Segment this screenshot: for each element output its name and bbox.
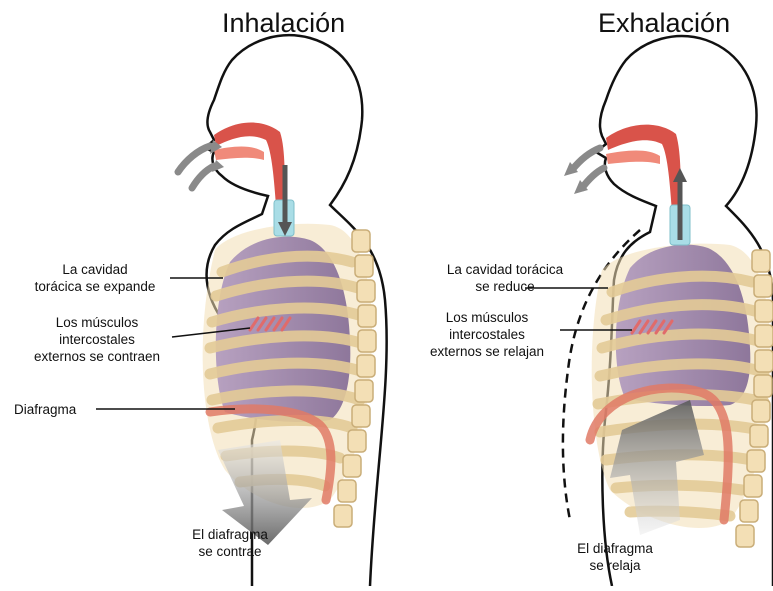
inhalation-diaphragm-action-line2: se contrae [175, 543, 285, 560]
inhalation-title: Inhalación [222, 8, 345, 39]
exhalation-diaphragm-action-label: El diafragma se relaja [560, 540, 670, 574]
inhalation-diaphragm-action-label: El diafragma se contrae [175, 526, 285, 560]
exhalation-cavity-label-line1: La cavidad torácica [420, 261, 590, 278]
inhalation-diaphragm-label: Diafragma [14, 401, 76, 418]
exhalation-figure [525, 36, 773, 586]
inhalation-cavity-label: La cavidad torácica se expande [20, 261, 170, 295]
inhalation-muscles-label-line3: externos se contraen [22, 348, 172, 365]
inhalation-diaphragm-action-line1: El diafragma [175, 526, 285, 543]
inhalation-muscles-label: Los músculos intercostales externos se c… [22, 314, 172, 365]
inhalation-muscles-label-line1: Los músculos [22, 314, 172, 331]
exhalation-title: Exhalación [598, 8, 730, 39]
inhalation-figure [96, 35, 387, 586]
exhalation-muscles-label-line1: Los músculos [412, 309, 562, 326]
exhalation-muscles-label-line3: externos se relajan [412, 343, 562, 360]
exhalation-muscles-label-line2: intercostales [412, 326, 562, 343]
exhalation-diaphragm-action-line2: se relaja [560, 557, 670, 574]
inhalation-cavity-label-line2: torácica se expande [20, 278, 170, 295]
inhalation-breath-arrows [178, 146, 214, 188]
inhalation-cavity-label-line1: La cavidad [20, 261, 170, 278]
exhalation-cavity-label-line2: se reduce [420, 278, 590, 295]
inhalation-muscles-label-line2: intercostales [22, 331, 172, 348]
exhalation-cavity-label: La cavidad torácica se reduce [420, 261, 590, 295]
exhalation-diaphragm-action-line1: El diafragma [560, 540, 670, 557]
exhalation-muscles-label: Los músculos intercostales externos se r… [412, 309, 562, 360]
